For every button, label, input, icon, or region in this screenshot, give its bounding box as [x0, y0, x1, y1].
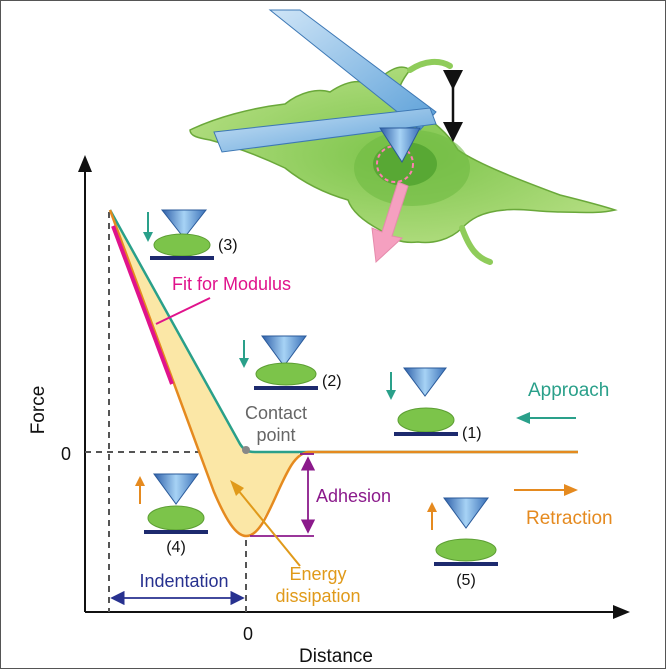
cell-nucleus — [373, 142, 437, 186]
energy-pointer-head — [230, 480, 244, 496]
x-axis-label: Distance — [299, 646, 373, 667]
stage-5-label: (5) — [456, 572, 476, 589]
down-arrow-head — [386, 390, 396, 400]
cell-icon — [397, 407, 455, 433]
modulus-fit-line — [111, 225, 174, 385]
substrate-icon — [254, 386, 318, 390]
cantilever-tip — [379, 127, 421, 163]
approach-label: Approach — [528, 380, 609, 401]
x-axis-arrow — [613, 605, 630, 619]
down-arrow-head — [239, 358, 249, 368]
approach-arrow-head — [516, 412, 530, 424]
tip-icon — [403, 367, 447, 397]
substrate-icon — [150, 256, 214, 260]
cantilever-arm-upper — [268, 9, 437, 131]
retraction-curve — [108, 209, 578, 538]
stage-3-icon — [143, 209, 214, 260]
tip-icon — [160, 209, 208, 239]
force-curves — [108, 209, 578, 538]
down-arrow-head — [143, 232, 153, 242]
retraction-label: Retraction — [526, 508, 613, 529]
substrate-icon — [434, 562, 498, 566]
cell-filopodium — [459, 225, 493, 265]
energy-dissipation-area — [110, 210, 300, 536]
cantilever-arm-lower — [213, 107, 437, 153]
substrate-icon — [144, 530, 208, 534]
up-arrow-head — [135, 476, 145, 486]
contact-point-marker — [242, 446, 250, 454]
y-axis-label: Force — [28, 386, 49, 435]
stage-1-label: (1) — [462, 425, 482, 442]
contact-point-label: point — [256, 425, 295, 445]
stage-2-icon — [239, 335, 318, 390]
cell-icon — [435, 538, 497, 562]
energy-dissipation-label: dissipation — [275, 586, 360, 606]
modulus-fit-pointer — [155, 297, 211, 325]
adhesion-label: Adhesion — [316, 486, 391, 506]
y-axis-arrow — [78, 155, 92, 172]
retraction-arrow-head — [564, 484, 578, 496]
substrate-icon — [394, 432, 458, 436]
cantilever — [213, 9, 463, 163]
tip-icon — [261, 335, 307, 367]
cell-icon — [153, 233, 211, 257]
stage-4-label: (4) — [166, 539, 186, 556]
up-arrow-head — [427, 502, 437, 512]
cell-icon — [255, 362, 317, 386]
cell-filopodium — [407, 58, 453, 73]
pink-arrow — [371, 181, 409, 264]
tip-icon — [153, 473, 199, 505]
stage-2-label: (2) — [322, 373, 342, 390]
zero-force-label: 0 — [61, 444, 71, 464]
stage-3-label: (3) — [218, 237, 238, 254]
cell-icon — [147, 505, 205, 531]
indentation-label: Indentation — [139, 571, 228, 591]
stage-5-icon — [427, 497, 498, 566]
stage-1-icon — [386, 367, 458, 436]
zero-distance-label: 0 — [243, 624, 253, 644]
stage-4-icon — [135, 473, 208, 534]
energy-dissipation-label: Energy — [289, 564, 346, 584]
contact-point-label: Contact — [245, 403, 307, 423]
tip-icon — [443, 497, 489, 529]
fit-for-modulus-label: Fit for Modulus — [172, 274, 291, 294]
energy-pointer — [237, 489, 301, 567]
